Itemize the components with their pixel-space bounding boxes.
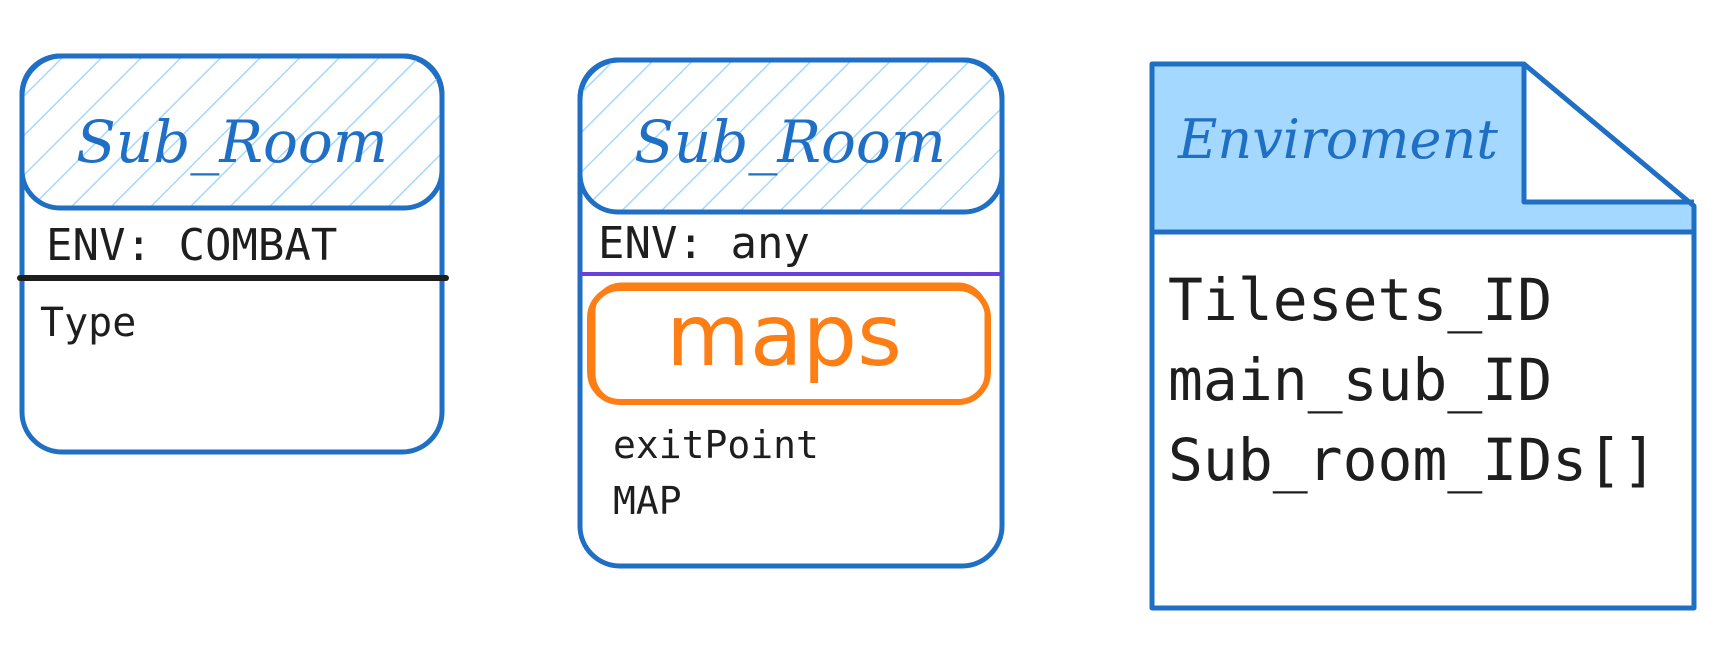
environment-title: Enviroment bbox=[1177, 108, 1498, 171]
maps-box[interactable]: maps bbox=[587, 282, 991, 405]
card-left-title: Sub_Room bbox=[76, 108, 388, 176]
sub-room-card-middle[interactable]: Sub_Room ENV: any maps exitPoint MAP bbox=[577, 57, 1005, 569]
environment-fold-line bbox=[1521, 64, 1694, 205]
card-left-type: Type bbox=[40, 300, 136, 346]
maps-label: maps bbox=[666, 286, 902, 386]
card-middle-field-map: MAP bbox=[613, 479, 682, 523]
environment-header-fill bbox=[1152, 64, 1524, 232]
environment-note-outline bbox=[1149, 61, 1697, 611]
card-middle-title: Sub_Room bbox=[634, 108, 946, 176]
card-left-header bbox=[19, 53, 445, 211]
card-middle-header bbox=[577, 57, 1005, 215]
card-left-env: ENV: COMBAT bbox=[46, 220, 337, 271]
environment-tab-strip bbox=[1524, 202, 1694, 232]
environment-note[interactable]: Enviroment Tilesets_ID main_sub_ID Sub_r… bbox=[1149, 61, 1697, 611]
card-middle-field-exitpoint: exitPoint bbox=[613, 423, 819, 467]
environment-field-main-sub: main_sub_ID bbox=[1168, 346, 1552, 414]
card-middle-env: ENV: any bbox=[598, 218, 810, 269]
sub-room-card-left[interactable]: Sub_Room ENV: COMBAT Type bbox=[17, 53, 449, 455]
environment-field-tilesets: Tilesets_ID bbox=[1168, 266, 1552, 334]
environment-field-sub-rooms: Sub_room_IDs[] bbox=[1168, 426, 1657, 494]
